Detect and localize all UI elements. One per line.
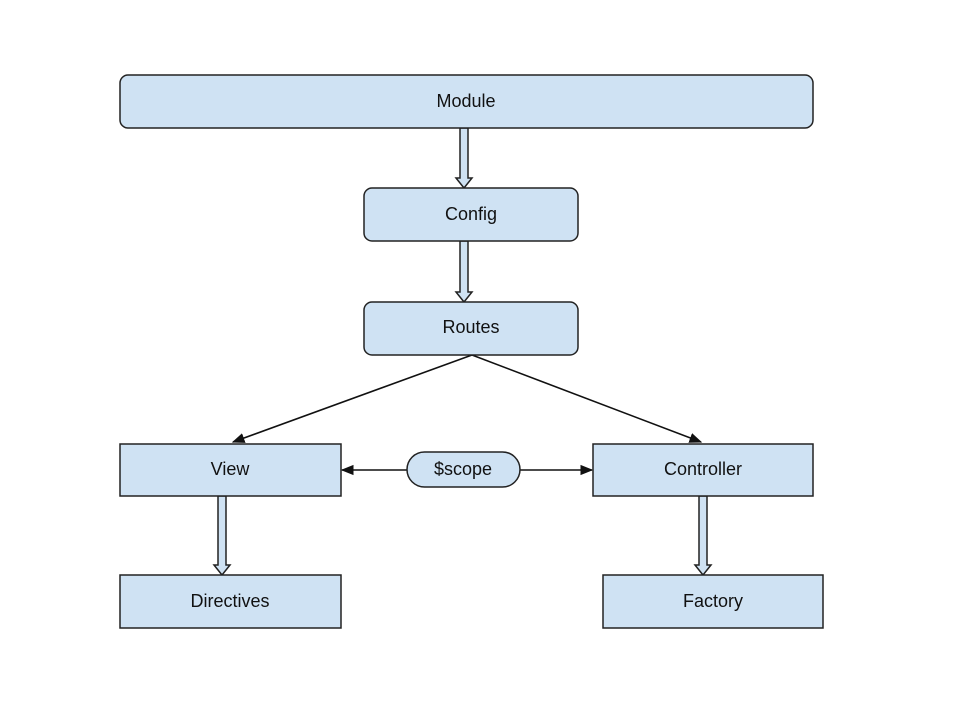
edge-routes-to-controller <box>471 354 703 443</box>
edge-routes-to-view <box>231 354 473 443</box>
edge-module-to-config <box>454 127 474 190</box>
node-routes: Routes <box>363 301 579 356</box>
node-module: Module <box>119 74 814 129</box>
node-config: Config <box>363 187 579 242</box>
node-directives: Directives <box>119 574 342 629</box>
node-view-label: View <box>211 459 251 479</box>
node-controller: Controller <box>592 443 814 497</box>
node-scope: $scope <box>406 451 521 488</box>
node-routes-label: Routes <box>442 317 499 337</box>
node-view: View <box>119 443 342 497</box>
edge-config-to-routes <box>454 240 474 304</box>
node-controller-label: Controller <box>664 459 742 479</box>
node-scope-label: $scope <box>434 459 492 479</box>
node-factory-label: Factory <box>683 591 743 611</box>
node-module-label: Module <box>436 91 495 111</box>
node-directives-label: Directives <box>190 591 269 611</box>
edge-view-to-directives <box>212 495 232 577</box>
edges <box>212 127 713 577</box>
node-factory: Factory <box>602 574 824 629</box>
edge-controller-to-factory <box>693 495 713 577</box>
node-config-label: Config <box>445 204 497 224</box>
